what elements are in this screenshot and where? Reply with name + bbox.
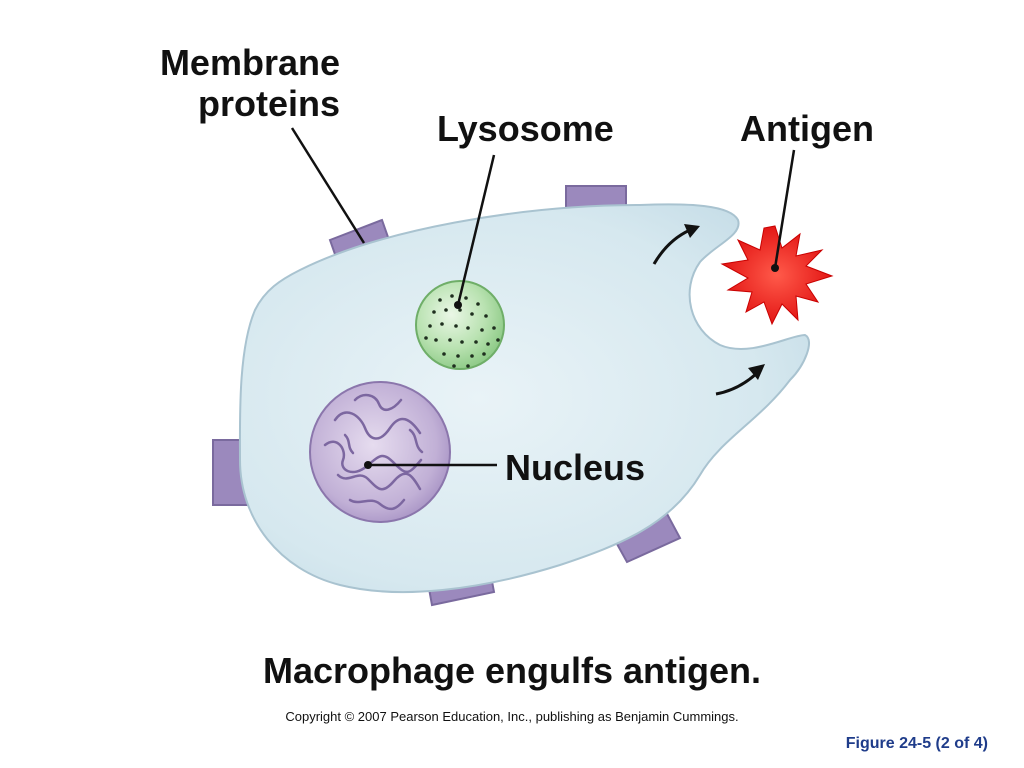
lysosome-granules bbox=[424, 294, 500, 368]
lysosome bbox=[415, 280, 505, 370]
figure-caption: Macrophage engulfs antigen. bbox=[262, 650, 762, 691]
figure-reference: Figure 24-5 (2 of 4) bbox=[845, 735, 988, 752]
nucleus bbox=[309, 381, 451, 523]
leader-line-lysosome bbox=[456, 154, 496, 306]
label-nucleus: Nucleus bbox=[505, 447, 646, 488]
copyright-notice: Copyright © 2007 Pearson Education, Inc.… bbox=[285, 709, 739, 724]
engulf-arrow-bottom bbox=[715, 372, 757, 396]
engulf-arrow-top bbox=[652, 228, 691, 265]
macrophage-cell bbox=[238, 203, 810, 594]
leader-dot bbox=[454, 301, 462, 309]
leader-line-membrane bbox=[290, 127, 366, 244]
label-membrane-proteins: Membrane proteins bbox=[130, 42, 340, 124]
label-antigen: Antigen bbox=[740, 108, 874, 149]
chromatin bbox=[323, 393, 424, 511]
engulf-arrows bbox=[652, 224, 765, 396]
leader-dot bbox=[364, 461, 372, 469]
label-membrane-line2: proteins bbox=[197, 83, 340, 124]
arrowhead bbox=[748, 364, 765, 380]
label-lysosome: Lysosome bbox=[437, 108, 614, 149]
leader-lines bbox=[290, 127, 796, 467]
leader-dot bbox=[771, 264, 779, 272]
antigen bbox=[720, 225, 834, 326]
arrowhead bbox=[684, 224, 700, 238]
label-membrane-line1: Membrane bbox=[159, 42, 340, 83]
leader-line-antigen bbox=[773, 149, 796, 269]
